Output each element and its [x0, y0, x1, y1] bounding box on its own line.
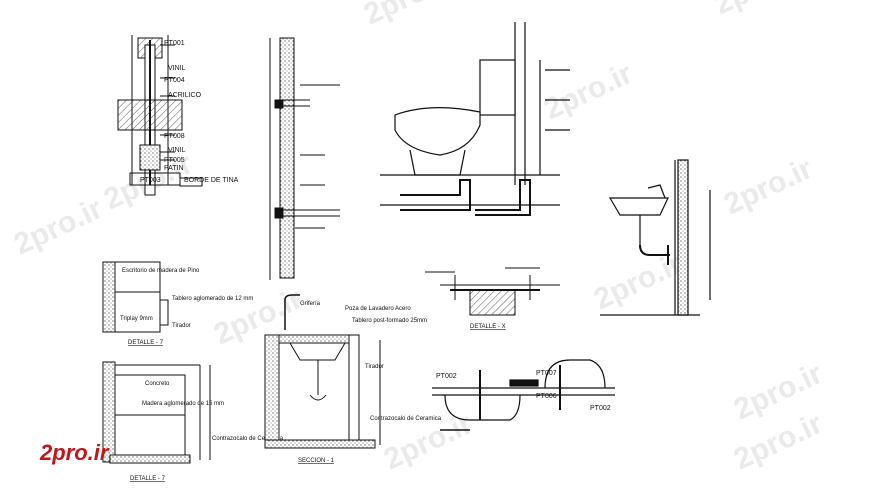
watermark-text: 2pro.ir	[719, 152, 818, 221]
label-tirador: Tirador	[172, 323, 191, 329]
label-contrazocalo: Contrazocalo de Ceramica	[370, 416, 442, 422]
label-escritorio: Escritorio de madera de Pino	[122, 268, 200, 274]
label-madera-aglomerado: Madera aglomerado de 15 mm	[142, 401, 224, 407]
label-tablero-post: Tablero post-formado 25mm	[352, 318, 427, 324]
label-tablero-aglomerado: Tablero aglomerado de 12 mm	[172, 296, 253, 302]
label-contrazocalo: Contrazocalo de Ceramica	[212, 436, 284, 442]
tub-edge-labels: PT001 VINIL PT004 ACRILICO PT008 VINIL P…	[140, 40, 239, 184]
label-pt002-b: PT002	[590, 405, 611, 412]
detail-title: DETALLE - 7	[130, 476, 166, 482]
cabinet-detail	[102, 261, 211, 464]
watermark-text: 2pro.ir	[589, 247, 688, 316]
detail-x	[425, 267, 560, 316]
watermark-text: 2pro.ir	[709, 0, 808, 21]
detail-title: DETALLE - 7	[128, 340, 164, 346]
label-pt008: PT008	[164, 133, 185, 140]
label-pt004: PT004	[164, 77, 185, 84]
label-pt005: PT005	[164, 157, 185, 164]
label-pt006: PT006	[536, 393, 557, 400]
label-borde-de-tina: BORDE DE TINA	[184, 177, 239, 184]
label-triplay: Triplay 9mm	[120, 316, 153, 322]
toilet-elevation	[380, 22, 570, 216]
tub-edge-detail	[117, 35, 203, 196]
pt-detail-labels: PT002 PT007 PT006 PT002	[436, 370, 611, 412]
wall-section	[269, 37, 340, 280]
section-title: SECCION - 1	[298, 458, 335, 464]
washbasin-elevation	[600, 159, 711, 316]
watermark-text: 2pro.ir	[359, 0, 458, 31]
label-vinil: VINIL	[168, 147, 186, 154]
label-pt007: PT007	[536, 370, 557, 377]
label-patin: PATIN	[164, 165, 184, 172]
label-pt003: PT003	[140, 177, 161, 184]
watermark-text: 2pro.ir	[9, 192, 108, 261]
label-poza: Poza de Lavadero Acero	[345, 306, 411, 312]
label-griferia: Grifería	[300, 301, 321, 307]
label-concreto: Concreto	[145, 381, 170, 387]
pt-detail	[432, 359, 615, 431]
cabinet-labels: Escritorio de madera de Pino Tablero agl…	[120, 268, 284, 482]
watermark-text: 2pro.ir	[539, 57, 638, 126]
detail-x-title: DETALLE - X	[470, 324, 506, 330]
site-logo: 2pro.ir	[40, 440, 109, 465]
label-tirador: Tirador	[365, 364, 384, 370]
label-pt002: PT002	[436, 373, 457, 380]
label-acrilico: ACRILICO	[168, 92, 202, 99]
sink-section	[264, 294, 381, 449]
sink-section-labels: Grifería Poza de Lavadero Acero Tablero …	[298, 301, 442, 464]
label-vinil: VINIL	[168, 65, 186, 72]
label-pt001: PT001	[164, 40, 185, 47]
